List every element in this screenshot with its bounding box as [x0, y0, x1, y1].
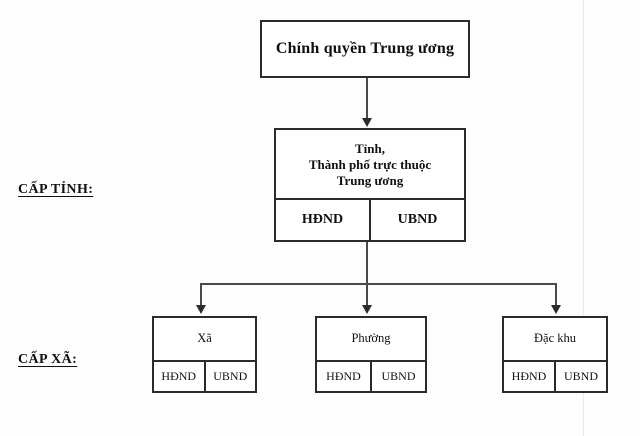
connector-central-to-province [366, 78, 368, 119]
node-dac-khu-title: Đặc khu [504, 318, 606, 360]
node-xa: Xã HĐND UBND [152, 316, 257, 393]
node-dac-khu-body-ubnd: UBND [554, 362, 606, 391]
node-phuong-bodies: HĐND UBND [317, 360, 425, 391]
node-province-title-line-1: Tỉnh, [355, 141, 385, 157]
node-phuong: Phường HĐND UBND [315, 316, 427, 393]
node-dac-khu: Đặc khu HĐND UBND [502, 316, 608, 393]
connector-drop-xa [200, 283, 202, 307]
node-xa-title: Xã [154, 318, 255, 360]
node-central-government: Chính quyền Trung ương [260, 20, 470, 78]
connector-drop-phuong [366, 283, 368, 307]
node-province-title-line-2: Thành phố trực thuộc [308, 157, 432, 173]
level-label-commune: CẤP XÃ: [18, 352, 78, 367]
connector-province-stem [366, 242, 368, 283]
level-label-province: CẤP TỈNH: [18, 182, 94, 197]
connector-drop-dackhu [555, 283, 557, 307]
node-dac-khu-label: Đặc khu [534, 331, 576, 346]
arrow-head-down-icon [196, 305, 206, 314]
node-phuong-body-ubnd: UBND [370, 362, 425, 391]
node-province-body-hdnd: HĐND [301, 212, 344, 227]
node-xa-body-hdnd: HĐND [161, 369, 197, 383]
connector-commune-bus [200, 283, 556, 285]
node-xa-label: Xã [197, 331, 212, 346]
node-central-government-label: Chính quyền Trung ương [275, 40, 455, 58]
arrow-head-down-icon [362, 305, 372, 314]
node-phuong-label: Phường [351, 331, 391, 346]
scan-edge-artifact [583, 0, 584, 436]
arrow-head-down-icon [551, 305, 561, 314]
node-dac-khu-body-hdnd: HĐND [511, 369, 547, 383]
node-province-title: Tỉnh, Thành phố trực thuộc Trung ương [276, 130, 464, 198]
node-xa-body-ubnd: UBND [203, 362, 256, 391]
node-phuong-title: Phường [317, 318, 425, 360]
node-central-government-title: Chính quyền Trung ương [262, 22, 468, 76]
node-xa-bodies: HĐND UBND [154, 360, 255, 391]
node-province: Tỉnh, Thành phố trực thuộc Trung ương HĐ… [274, 128, 466, 242]
arrow-head-down-icon [362, 118, 372, 127]
node-dac-khu-bodies: HĐND UBND [504, 360, 606, 391]
node-phuong-body-hdnd: HĐND [326, 369, 361, 383]
node-province-title-line-3: Trung ương [336, 172, 404, 188]
node-province-body-ubnd: UBND [369, 200, 464, 240]
node-province-bodies: HĐND UBND [276, 198, 464, 240]
